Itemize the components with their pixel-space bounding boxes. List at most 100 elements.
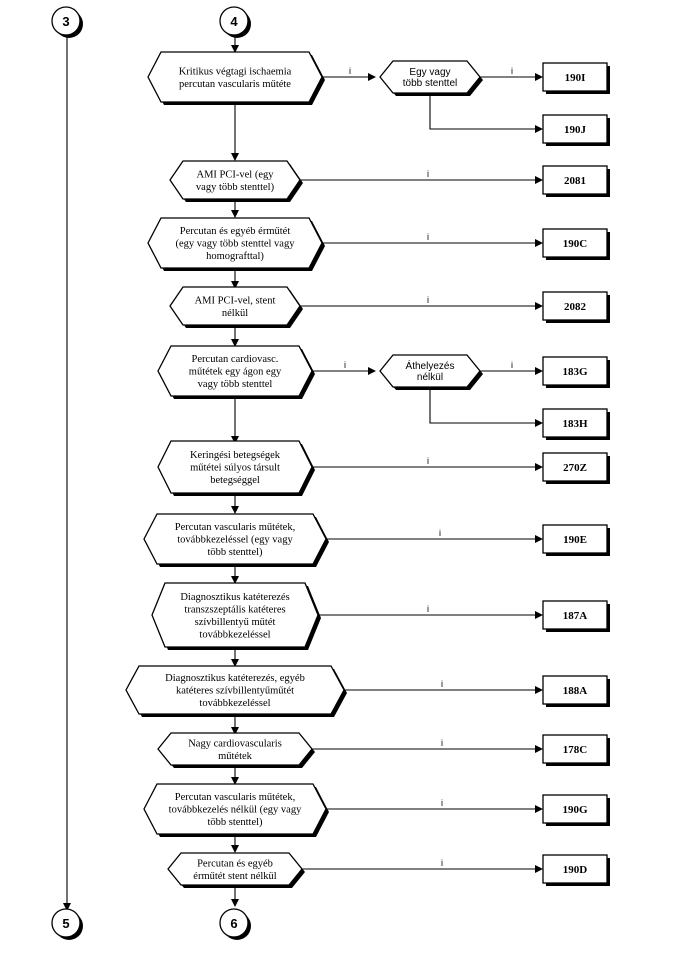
code-box: 190E	[542, 524, 610, 556]
decision-shape	[167, 852, 303, 886]
code-label: 270Z	[563, 462, 587, 474]
code-box-shape	[542, 452, 608, 482]
connector-5: 5	[51, 908, 83, 940]
decision-text-line: Percutan cardiovasc.	[192, 354, 279, 365]
code-box-shape	[542, 165, 608, 195]
decision-text-line: Percutan vascularis műtétek,	[175, 792, 295, 803]
decision-node: Percutan és egyéb érműtét stent nélkül	[167, 852, 305, 888]
code-label: 190D	[563, 864, 588, 876]
code-label: 190C	[563, 238, 588, 250]
decision-text-line: Diagnosztikus katéterezés	[180, 592, 289, 603]
decision-shape	[125, 665, 345, 715]
edge-label: i	[427, 232, 429, 242]
code-label: 190I	[565, 72, 586, 84]
code-label: 190G	[562, 804, 588, 816]
code-box-shape	[542, 228, 608, 258]
decision-text-line: Keringési betegségek	[190, 450, 281, 461]
code-box: 183G	[542, 356, 610, 388]
connector-3: 3	[51, 6, 83, 38]
branch-edges	[300, 73, 543, 873]
edge-label: i	[344, 360, 346, 370]
decision-text-line: (egy vagy több stenttel vagy	[176, 239, 296, 250]
decision-text-line: percutan vascularis műtéte	[179, 79, 291, 90]
decision-shape	[379, 60, 481, 94]
code-box: 270Z	[542, 452, 610, 484]
result-code-boxes: 190I190J2081190C2082183G183H270Z190E187A…	[542, 62, 610, 886]
decision-shape	[147, 217, 323, 269]
edge-label: i	[441, 798, 443, 808]
code-box: 178C	[542, 734, 610, 766]
code-box: 190C	[542, 228, 610, 260]
decision-shape	[379, 354, 481, 388]
decision-text-line: több stenttel)	[207, 547, 263, 558]
decision-text-line: Egy vagy	[409, 67, 450, 78]
code-label: 2082	[564, 301, 587, 313]
decision-text-line: több stenttel)	[207, 817, 263, 828]
decision-shape	[169, 286, 301, 326]
decision-node: Percutan cardiovasc. műtétek egy ágon egy…	[157, 345, 315, 399]
decision-shape	[157, 732, 313, 766]
decision-text-line: Percutan és egyéb	[197, 858, 273, 869]
code-box-shape	[542, 734, 608, 764]
edge-label: i	[511, 360, 513, 370]
decision-text-line: Percutan vascularis műtétek,	[175, 522, 295, 533]
code-box-shape	[542, 291, 608, 321]
code-box: 183H	[542, 408, 610, 440]
decision-node: Percutan vascularis műtétek,továbbkezelé…	[143, 513, 329, 567]
code-box: 2082	[542, 291, 610, 323]
decision-text-line: Percutan és egyéb érműtét	[180, 226, 291, 237]
decision-shape	[169, 160, 301, 200]
decision-text-line: AMI PCI-vel (egy	[197, 169, 275, 180]
code-box: 190D	[542, 854, 610, 886]
decision-node: Percutan vascularis műtétek, továbbkezelé…	[143, 783, 329, 837]
code-label: 2081	[564, 175, 586, 187]
decision-text-line: nélkül	[417, 372, 443, 383]
decision-shape	[157, 440, 313, 494]
decision-text-line: Nagy cardiovascularis	[188, 738, 282, 749]
decision-text-line: érműtét stent nélkül	[193, 871, 276, 882]
edge-label: i	[427, 169, 429, 179]
code-box-shape	[542, 408, 608, 438]
code-box-shape	[542, 524, 608, 554]
edge-label: i	[427, 295, 429, 305]
decision-shape	[151, 582, 319, 648]
decision-text-line: szívbillentyű műtét	[195, 617, 276, 628]
edge-labels: i i i i i i i i i i i i i i	[344, 66, 513, 868]
code-label: 187A	[563, 610, 588, 622]
connector-5-label: 5	[62, 916, 69, 931]
edge-label: i	[441, 679, 443, 689]
code-box: 2081	[542, 165, 610, 197]
decision-shape	[143, 513, 327, 565]
code-box: 188A	[542, 675, 610, 707]
edge-label: i	[427, 456, 429, 466]
code-label: 190E	[563, 534, 587, 546]
decision-text-line: homografttal)	[206, 251, 264, 262]
decision-text-line: transzszeptális katéteres	[184, 604, 285, 615]
decision-node: Percutan és egyéb érműtét (egy vagy több …	[147, 217, 325, 271]
code-box: 190I	[542, 62, 610, 94]
decision-text-line: katéteres szívbillentyűműtét	[176, 686, 294, 697]
decision-text-line: műtétek egy ágon egy	[189, 367, 282, 378]
decision-text-line: több stenttel	[403, 78, 457, 89]
decision-text-line: nélkül	[222, 308, 248, 319]
edge-label: i	[439, 528, 441, 538]
code-label: 188A	[563, 685, 588, 697]
code-box-shape	[542, 794, 608, 824]
decision-text-line: továbbkezelés nélkül (egy vagy	[169, 805, 302, 816]
code-box-shape	[542, 356, 608, 386]
code-box-shape	[542, 854, 608, 884]
code-box-shape	[542, 600, 608, 630]
code-box-shape	[542, 62, 608, 92]
decision-text-line: vagy több stenttel	[198, 379, 273, 390]
connector-3-label: 3	[62, 14, 69, 29]
edge-label: i	[511, 66, 513, 76]
decision-shape	[143, 783, 327, 835]
